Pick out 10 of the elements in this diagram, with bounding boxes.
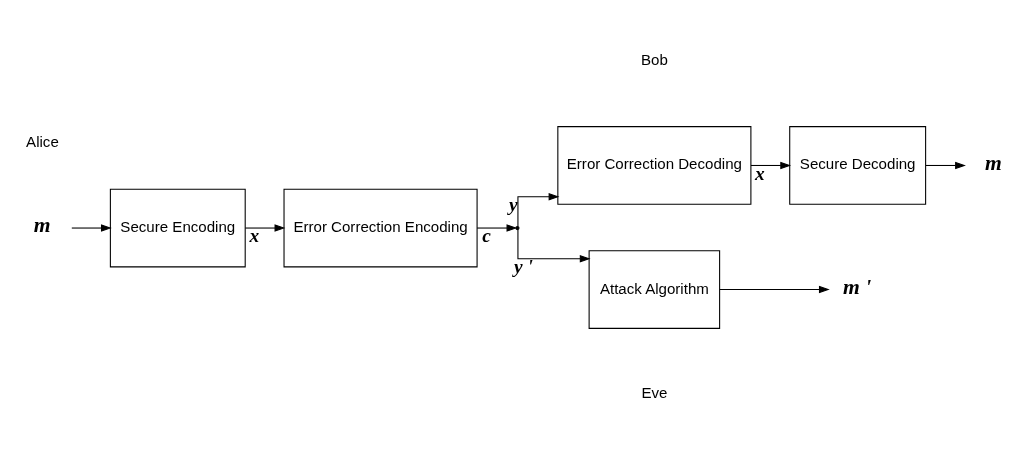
- edge-label: y ': [513, 255, 533, 277]
- node-text: m: [984, 150, 1002, 175]
- label: Eve: [640, 383, 667, 401]
- node-text: m: [33, 212, 51, 237]
- label: Alice: [25, 132, 59, 150]
- node-text: m ': [842, 274, 871, 299]
- edge-label: x: [754, 162, 765, 184]
- label: Bob: [640, 50, 668, 68]
- edge-label: x: [248, 224, 259, 246]
- edge-label: c: [481, 224, 491, 246]
